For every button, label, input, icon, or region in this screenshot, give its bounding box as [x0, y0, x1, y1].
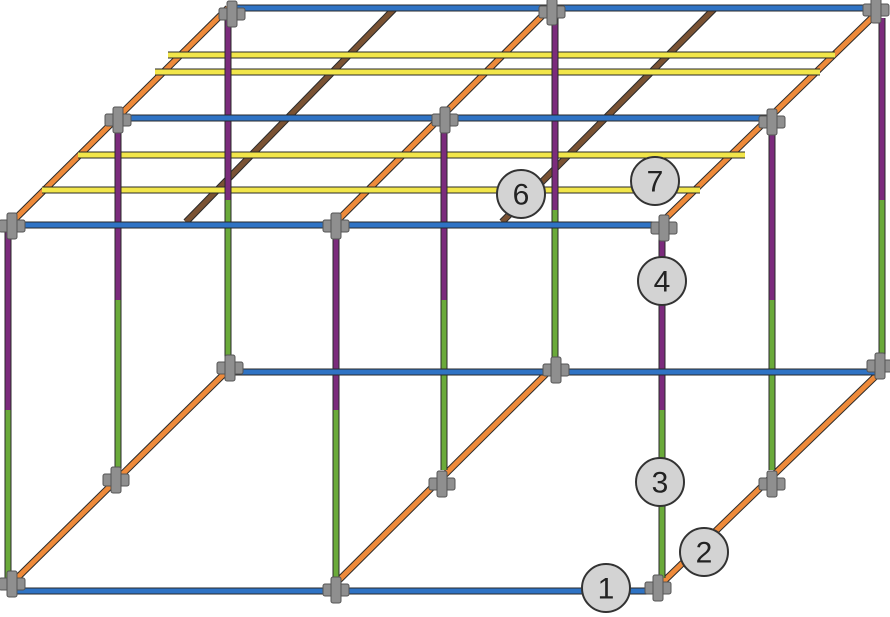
joint-bottom-back-middle: [542, 356, 570, 384]
callout-1: 1: [581, 563, 631, 613]
callout-circle: [635, 457, 685, 507]
callout-circle: [581, 563, 631, 613]
callout-number: 7: [647, 166, 664, 199]
callout-6: 6: [496, 169, 546, 219]
callout-circle: [630, 156, 680, 206]
callout-number: 3: [652, 467, 669, 500]
joint-top-back-middle: [538, 0, 566, 26]
joint-top-front-left: [0, 212, 26, 240]
joint-bottom-mid-right: [758, 470, 786, 498]
callout-circle: [496, 169, 546, 219]
callout-number: 6: [513, 179, 530, 212]
joint-bottom-front-left: [0, 570, 26, 598]
connectors-layer: [0, 0, 890, 604]
joint-bottom-back-left: [216, 354, 244, 382]
callout-number: 2: [696, 537, 713, 570]
joint-bottom-back-right: [866, 352, 890, 380]
joint-bottom-front-right: [644, 574, 672, 602]
callout-2: 2: [679, 527, 729, 577]
joint-top-front-right: [650, 214, 678, 242]
callout-number: 4: [654, 266, 671, 299]
joint-bottom-mid-left: [102, 466, 130, 494]
callouts-layer: 1 2 3 4 6 7: [496, 156, 729, 613]
callout-number: 1: [598, 573, 615, 606]
joint-top-mid-right: [758, 108, 786, 136]
callout-3: 3: [635, 457, 685, 507]
joint-top-back-right: [862, 0, 890, 24]
joint-top-mid-middle: [431, 106, 459, 134]
callout-4: 4: [637, 256, 687, 306]
joint-top-front-middle: [322, 212, 350, 240]
joint-top-back-left: [218, 0, 246, 28]
callout-7: 7: [630, 156, 680, 206]
callout-circle: [679, 527, 729, 577]
joint-bottom-mid-middle: [428, 470, 456, 498]
joint-bottom-front-middle: [322, 576, 350, 604]
callout-circle: [637, 256, 687, 306]
joint-top-mid-left: [104, 106, 132, 134]
